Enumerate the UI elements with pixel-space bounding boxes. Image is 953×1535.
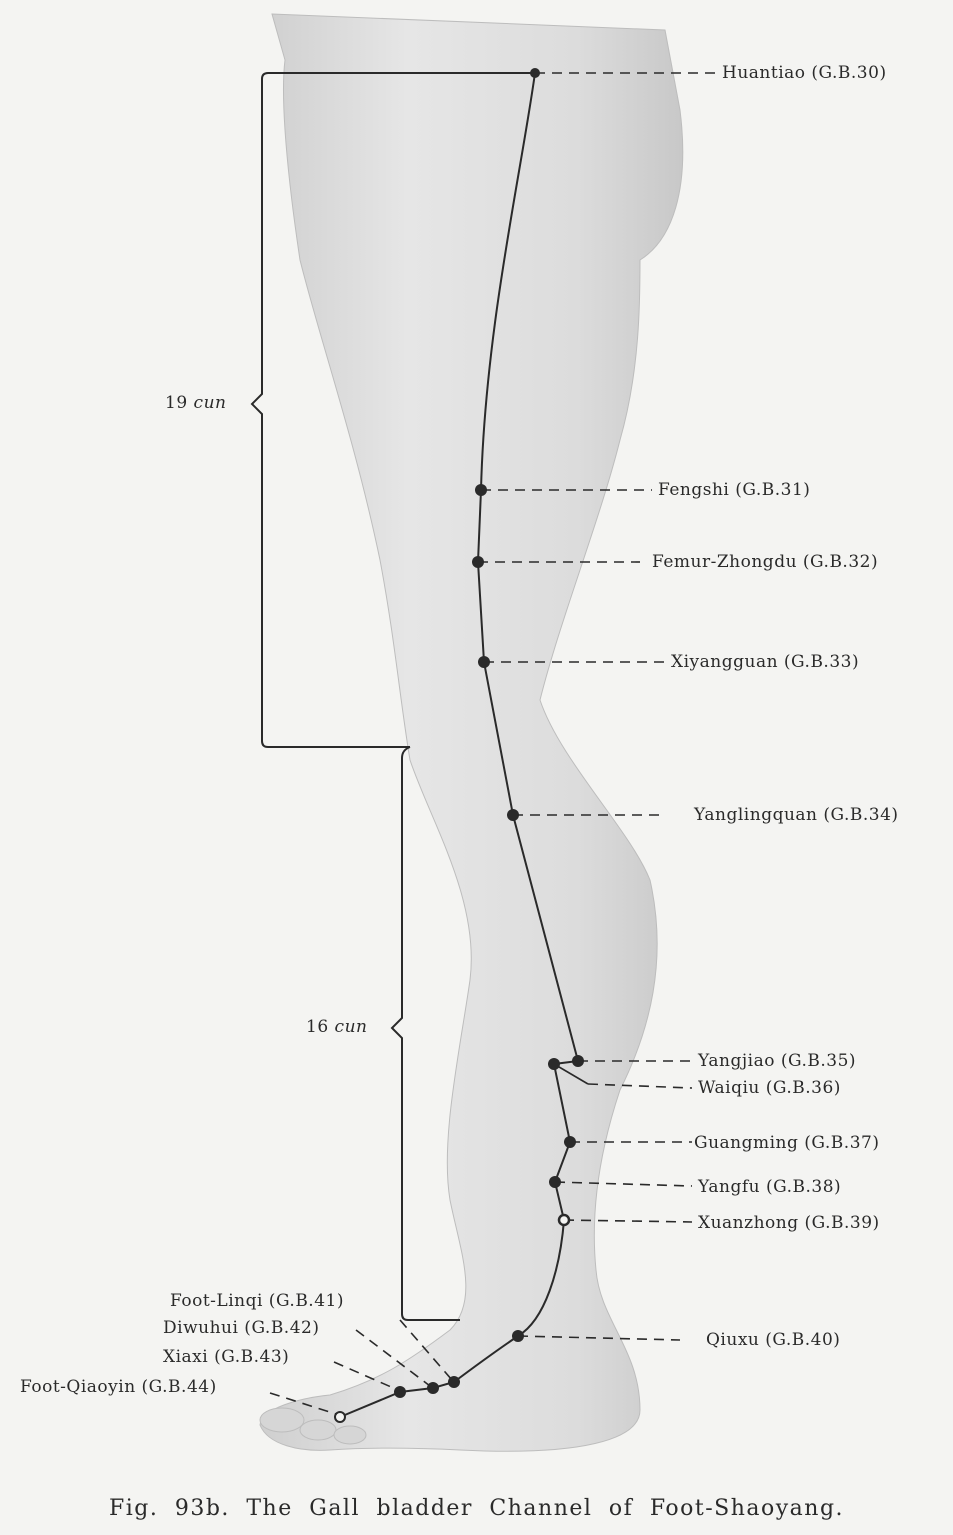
label-xuanzhong: Xuanzhong (G.B.39) [698,1213,880,1233]
label-xiaxi: Xiaxi (G.B.43) [163,1347,289,1367]
label-diwuhui: Diwuhui (G.B.42) [163,1318,319,1338]
label-yangjiao: Yangjiao (G.B.35) [697,1051,856,1071]
leg-silhouette [260,14,683,1451]
figure-caption: Fig. 93b. The Gall bladder Channel of Fo… [0,1496,953,1521]
label-huantiao: Huantiao (G.B.30) [722,63,887,83]
label-yanglingquan: Yanglingquan (G.B.34) [693,805,899,825]
label-femur-zhongdu: Femur-Zhongdu (G.B.32) [652,552,878,572]
label-foot-linqi: Foot-Linqi (G.B.41) [170,1291,344,1311]
measure-16-cun: 16 cun [306,1017,367,1037]
label-fengshi: Fengshi (G.B.31) [658,480,810,500]
label-qiuxu: Qiuxu (G.B.40) [706,1330,840,1350]
label-foot-qiaoyin: Foot-Qiaoyin (G.B.44) [20,1377,217,1397]
label-waiqiu: Waiqiu (G.B.36) [698,1078,841,1098]
label-xiyangguan: Xiyangguan (G.B.33) [671,652,859,672]
label-guangming: Guangming (G.B.37) [694,1133,879,1153]
label-yangfu: Yangfu (G.B.38) [697,1177,841,1197]
measure-19-cun: 19 cun [165,393,226,413]
